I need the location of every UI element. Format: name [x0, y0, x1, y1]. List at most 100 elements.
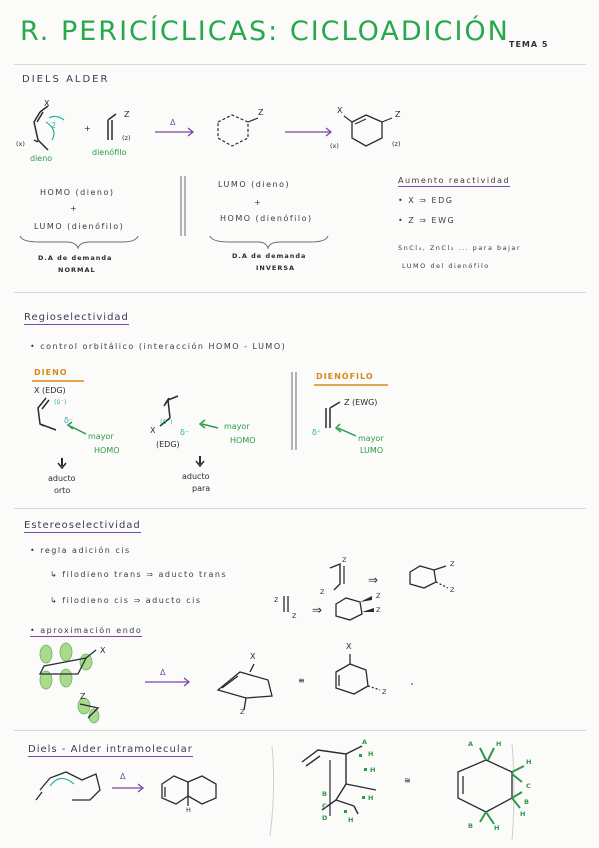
hex-x: X: [346, 642, 352, 651]
dec-a1: A: [362, 738, 368, 746]
reactividad-note1: SnCl₄, ZnCl₂ ... para bajar: [398, 244, 522, 252]
intra-delta: Δ: [120, 772, 126, 781]
regio-mayor-lumo2: LUMO: [360, 446, 384, 455]
endo-prod-x: X: [250, 652, 256, 661]
regio-mayor-homo1: mayor: [88, 432, 114, 441]
hex-a: A: [468, 740, 474, 748]
regio-dienofilo-label: DIENÓFILO: [316, 372, 374, 381]
page-title: R. PERICÍCLICAS: CICLOADICIÓN: [20, 16, 510, 47]
regio-aducto-para1: aducto: [182, 472, 210, 481]
hex-h2: H: [526, 758, 532, 766]
normal-line1: HOMO (dieno): [40, 188, 115, 197]
cis-z2: Z: [292, 612, 297, 620]
normal-type: NORMAL: [58, 266, 96, 274]
diene-paren-x: (x): [16, 140, 25, 148]
regio-aducto-para2: para: [192, 484, 211, 493]
endo-prod-z: Z: [240, 708, 245, 716]
inversa-line2: HOMO (dienófilo): [220, 214, 313, 223]
delta-1: Δ: [170, 118, 176, 127]
regio-mayor-homo3: mayor: [224, 422, 250, 431]
regio-ewg: Z (EWG): [344, 398, 378, 407]
dec-h1: H: [368, 750, 374, 758]
reactividad-title: Aumento reactividad: [398, 176, 511, 187]
dec-h2: H: [370, 766, 376, 774]
estereo-heading: Estereoselectividad: [24, 520, 141, 533]
regio-heading: Regioselectividad: [24, 312, 129, 325]
hex-b2: B: [468, 822, 473, 830]
hex-h3: H: [520, 810, 526, 818]
inversa-type: INVERSA: [256, 264, 296, 272]
regio-aducto-orto2: orto: [54, 486, 71, 495]
hex-h1: H: [496, 740, 502, 748]
regio-aducto-orto1: aducto: [48, 474, 76, 483]
trans-z1: Z: [342, 556, 347, 564]
regio-delta-plus: δ⁺: [312, 428, 322, 437]
reactividad-z: • Z ⇒ EWG: [398, 216, 456, 225]
plus-sign: +: [84, 124, 91, 133]
regio-delta-minus1: δ⁻: [64, 416, 74, 425]
endo-delta: Δ: [160, 668, 166, 677]
trans-prod-z1: Z: [450, 560, 455, 568]
dienofilo-label: dienófilo: [92, 148, 127, 157]
endo-x: X: [100, 646, 106, 655]
product-paren-x: (x): [330, 142, 339, 150]
divider: [14, 64, 586, 65]
divider: [14, 292, 586, 293]
estereo-cis: ↳ filodieno cis ⇒ aducto cis: [50, 596, 202, 605]
hex-c: C: [526, 782, 531, 790]
cis-prod-z2: Z: [376, 606, 381, 614]
divider: [14, 508, 586, 509]
dec-equals: ≅: [404, 776, 411, 785]
inversa-plus: +: [254, 198, 263, 207]
regio-mayor-homo4: HOMO: [230, 436, 256, 445]
regio-edg1: X (EDG): [34, 386, 66, 395]
regio-delta-small2: (δ⁻): [160, 418, 173, 426]
regio-mayor-homo2: HOMO: [94, 446, 120, 455]
regio-mayor-lumo1: mayor: [358, 434, 384, 443]
endo-z: Z: [80, 692, 86, 701]
normal-plus: +: [70, 204, 79, 213]
regio-delta-small: (δ⁻): [54, 398, 67, 406]
estereo-endo: • aproximación endo: [30, 626, 143, 637]
hex-h4: H: [494, 824, 500, 832]
dec-h3: H: [368, 794, 374, 802]
dienophile-paren-z: (z): [122, 134, 131, 142]
dec-b1: B: [322, 790, 327, 798]
dieno-label: dieno: [30, 154, 53, 163]
svg-text:⇒: ⇒: [368, 573, 378, 587]
cis-prod-z1: Z: [376, 592, 381, 600]
dec-d1: D: [322, 814, 328, 822]
tema-label: TEMA 5: [509, 40, 549, 49]
estereo-trans: ↳ filodieno trans ⇒ aducto trans: [50, 570, 228, 579]
normal-line2: LUMO (dienófilo): [34, 222, 125, 231]
regio-dieno-label: DIENO: [34, 368, 68, 377]
reactividad-note2: LUMO del dienófilo: [402, 262, 490, 270]
diene-z: 2: [51, 121, 57, 130]
endo-equals: ≡: [298, 676, 305, 685]
hex-z: Z: [382, 688, 387, 696]
divider: [14, 730, 586, 731]
inversa-line1: LUMO (dieno): [218, 180, 291, 189]
regio-x2: X: [150, 426, 156, 435]
dienophile-z: Z: [124, 110, 130, 119]
hex-b: B: [524, 798, 529, 806]
intra-h: H: [186, 806, 191, 814]
trans-z2: Z: [320, 588, 325, 596]
intra-heading: Diels - Alder intramolecular: [28, 744, 193, 757]
dec-h4: H: [348, 816, 354, 824]
product-z: Z: [395, 110, 401, 119]
reactividad-x: • X ⇒ EDG: [398, 196, 454, 205]
regio-delta-minus2: δ⁻: [180, 428, 190, 437]
diene-x: X: [44, 99, 50, 108]
ts-z: Z: [258, 108, 264, 117]
dec-c1: C: [322, 802, 327, 810]
regio-control: • control orbitálico (interacción HOMO -…: [30, 342, 287, 351]
diels-alder-heading: DIELS ALDER: [22, 74, 110, 85]
svg-text:⇒: ⇒: [312, 603, 322, 617]
product-x: X: [337, 106, 343, 115]
